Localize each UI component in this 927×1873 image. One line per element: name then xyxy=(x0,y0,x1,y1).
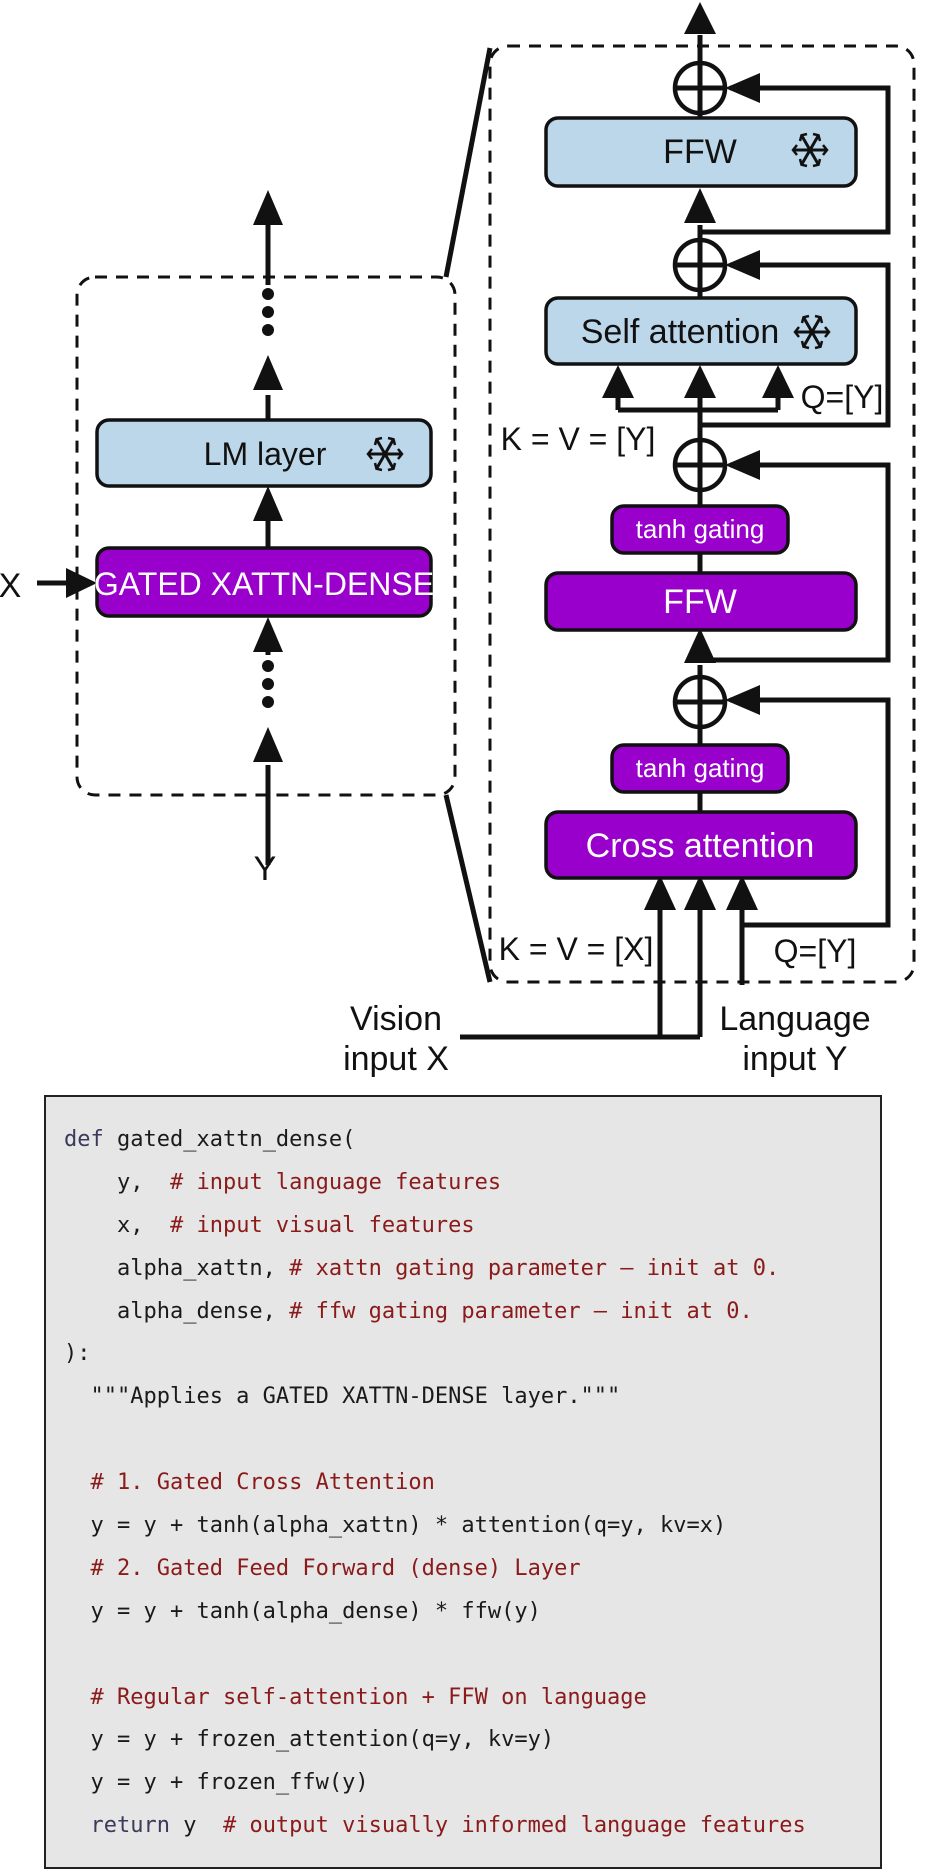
code-line: """Applies a GATED XATTN-DENSE layer.""" xyxy=(64,1376,880,1419)
code-line: x, # input visual features xyxy=(64,1205,880,1248)
arrow-left-icon xyxy=(725,250,760,280)
kv-x-label: K = V = [X] xyxy=(499,931,654,967)
code-line: alpha_dense, # ffw gating parameter – in… xyxy=(64,1291,880,1334)
code-text: alpha_xattn, xyxy=(64,1255,290,1281)
code-text: gated_xattn_dense( xyxy=(103,1127,356,1152)
cross-attention-label: Cross attention xyxy=(586,827,815,865)
plus-icon xyxy=(675,63,725,113)
arrow-up-icon xyxy=(644,875,676,910)
code-text: y xyxy=(169,1813,223,1839)
ffw-frozen-label: FFW xyxy=(663,133,737,171)
self-attention-label: Self attention xyxy=(581,313,779,351)
language-input-line-1: Language xyxy=(719,1000,870,1038)
arrow-up-icon xyxy=(253,727,283,762)
code-text: """Applies a GATED XATTN-DENSE layer.""" xyxy=(64,1384,621,1410)
code-text xyxy=(64,1556,91,1581)
code-line: y, # input language features xyxy=(64,1162,880,1205)
code-text xyxy=(64,1685,91,1710)
code-line: y = y + frozen_attention(q=y, kv=y) xyxy=(64,1719,880,1762)
vision-input-line-1: Vision xyxy=(350,1000,442,1038)
code-text: x, xyxy=(64,1212,170,1238)
code-keyword: return xyxy=(64,1813,170,1839)
y-input-label: Y xyxy=(254,850,277,888)
code-line xyxy=(64,1419,880,1462)
arrow-up-icon xyxy=(253,355,283,390)
code-text: y = y + frozen_attention(q=y, kv=y) xyxy=(64,1727,555,1753)
plus-icon xyxy=(675,677,725,727)
code-line: # 2. Gated Feed Forward (dense) Layer xyxy=(64,1548,880,1591)
code-comment: # input language features xyxy=(169,1169,502,1195)
arrow-up-icon xyxy=(684,628,716,663)
arrow-up-icon xyxy=(684,188,716,223)
code-line: y = y + tanh(alpha_dense) * ffw(y) xyxy=(64,1591,880,1634)
plus-icon xyxy=(675,240,725,290)
arrow-up-icon xyxy=(253,190,283,225)
arrow-up-icon xyxy=(684,2,716,34)
code-comment: # input visual features xyxy=(169,1212,475,1238)
code-text: alpha_dense, xyxy=(64,1298,290,1324)
lm-layer-box xyxy=(95,418,433,488)
code-comment: # 1. Gated Cross Attention xyxy=(90,1470,435,1496)
code-text: y, xyxy=(64,1169,170,1195)
code-line: return y # output visually informed lang… xyxy=(64,1805,880,1848)
code-text: y = y + frozen_ffw(y) xyxy=(64,1770,369,1796)
arrow-up-icon xyxy=(726,875,758,910)
vision-input-line-2: input X xyxy=(343,1040,449,1078)
q-y-label-bottom: Q=[Y] xyxy=(774,933,857,969)
arrow-left-icon xyxy=(725,450,760,480)
arrow-left-icon xyxy=(725,73,760,103)
q-y-label-top: Q=[Y] xyxy=(801,379,884,415)
code-line: alpha_xattn, # xattn gating parameter – … xyxy=(64,1248,880,1291)
arrow-up-icon xyxy=(253,617,283,652)
code-line: # 1. Gated Cross Attention xyxy=(64,1462,880,1505)
code-comment: # ffw gating parameter – init at 0. xyxy=(289,1298,753,1324)
code-comment: # xattn gating parameter – init at 0. xyxy=(289,1255,780,1281)
arrow-right-icon xyxy=(66,568,97,598)
code-line: ): xyxy=(64,1333,880,1376)
code-text: ): xyxy=(64,1341,91,1367)
lm-layer-label: LM layer xyxy=(204,436,327,472)
code-text: y = y + tanh(alpha_xattn) * attention(q=… xyxy=(64,1513,727,1539)
code-line: # Regular self-attention + FFW on langua… xyxy=(64,1677,880,1720)
x-input-label: X xyxy=(0,567,21,605)
code-keyword: def xyxy=(64,1127,104,1152)
code-line: def gated_xattn_dense( xyxy=(64,1119,880,1162)
arrow-left-icon xyxy=(725,685,760,715)
code-comment: # Regular self-attention + FFW on langua… xyxy=(90,1684,647,1710)
arrow-up-icon xyxy=(762,365,794,398)
tanh-gating-label-top: tanh gating xyxy=(636,514,765,544)
code-panel: def gated_xattn_dense( y, # input langua… xyxy=(44,1095,882,1869)
flamingo-gated-xattn-diagram: X LM layer GATED XATTN-DENSE Y Cross att… xyxy=(0,2,916,1078)
arrow-up-icon xyxy=(602,365,634,398)
code-comment: # output visually informed language feat… xyxy=(222,1813,806,1839)
arrow-up-icon xyxy=(253,486,283,521)
ellipsis-icon xyxy=(262,678,274,690)
arrow-up-icon xyxy=(684,365,716,398)
ffw-gated-label: FFW xyxy=(663,583,737,621)
plus-icon xyxy=(675,440,725,490)
code-text: y = y + tanh(alpha_dense) * ffw(y) xyxy=(64,1598,541,1624)
kv-y-label: K = V = [Y] xyxy=(501,421,656,457)
code-text xyxy=(64,1470,91,1495)
arrow-up-icon xyxy=(684,875,716,910)
gated-xattn-dense-label: GATED XATTN-DENSE xyxy=(94,566,434,602)
code-comment: # 2. Gated Feed Forward (dense) Layer xyxy=(90,1555,581,1581)
gated-xattn-dense-box xyxy=(95,546,433,618)
tanh-gating-label-bottom: tanh gating xyxy=(636,753,765,783)
code-line: y = y + frozen_ffw(y) xyxy=(64,1762,880,1805)
language-input-line-2: input Y xyxy=(742,1040,847,1078)
code-line xyxy=(64,1634,880,1677)
code-line: y = y + tanh(alpha_xattn) * attention(q=… xyxy=(64,1505,880,1548)
